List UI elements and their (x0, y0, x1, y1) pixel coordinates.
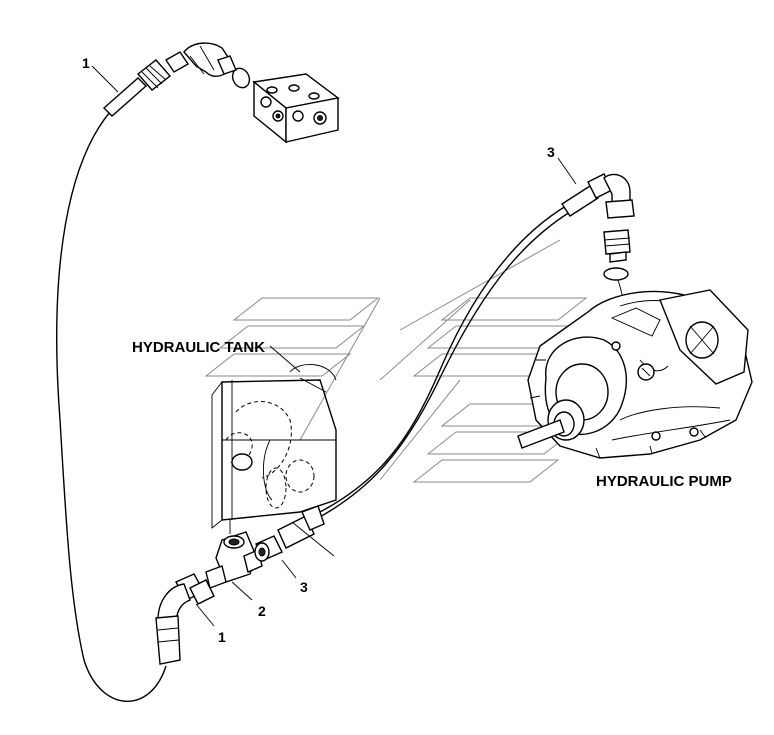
tee-fitting (205, 520, 263, 589)
hose-end-top (102, 51, 189, 117)
hydraulic-tank-label: HYDRAULIC TANK (132, 339, 265, 356)
elbow-hose-end-bottom (155, 573, 215, 665)
hose-long-left (56, 111, 167, 703)
hydraulic-pump-label: HYDRAULIC PUMP (596, 473, 732, 490)
callout-hose-bottom: 1 (218, 629, 226, 645)
valve-block (252, 73, 340, 144)
callout-hose-top: 1 (82, 55, 90, 71)
o-ring-top (231, 67, 251, 89)
elbow-fitting-top (183, 42, 237, 77)
elbow-fitting-top-right (603, 173, 635, 219)
adapter-fitting (603, 229, 631, 263)
o-ring-pump (603, 267, 629, 281)
leader-lines (91, 65, 577, 627)
hydraulic-pump (517, 289, 753, 459)
callout-connector-top: 3 (547, 144, 555, 160)
hose-pump-to-tank (317, 205, 571, 519)
hydraulic-tank-block (211, 364, 337, 529)
callout-connector-bottom: 3 (300, 579, 308, 595)
connector-fitting-bottom (254, 505, 335, 562)
callout-tee-fitting: 2 (258, 603, 266, 619)
